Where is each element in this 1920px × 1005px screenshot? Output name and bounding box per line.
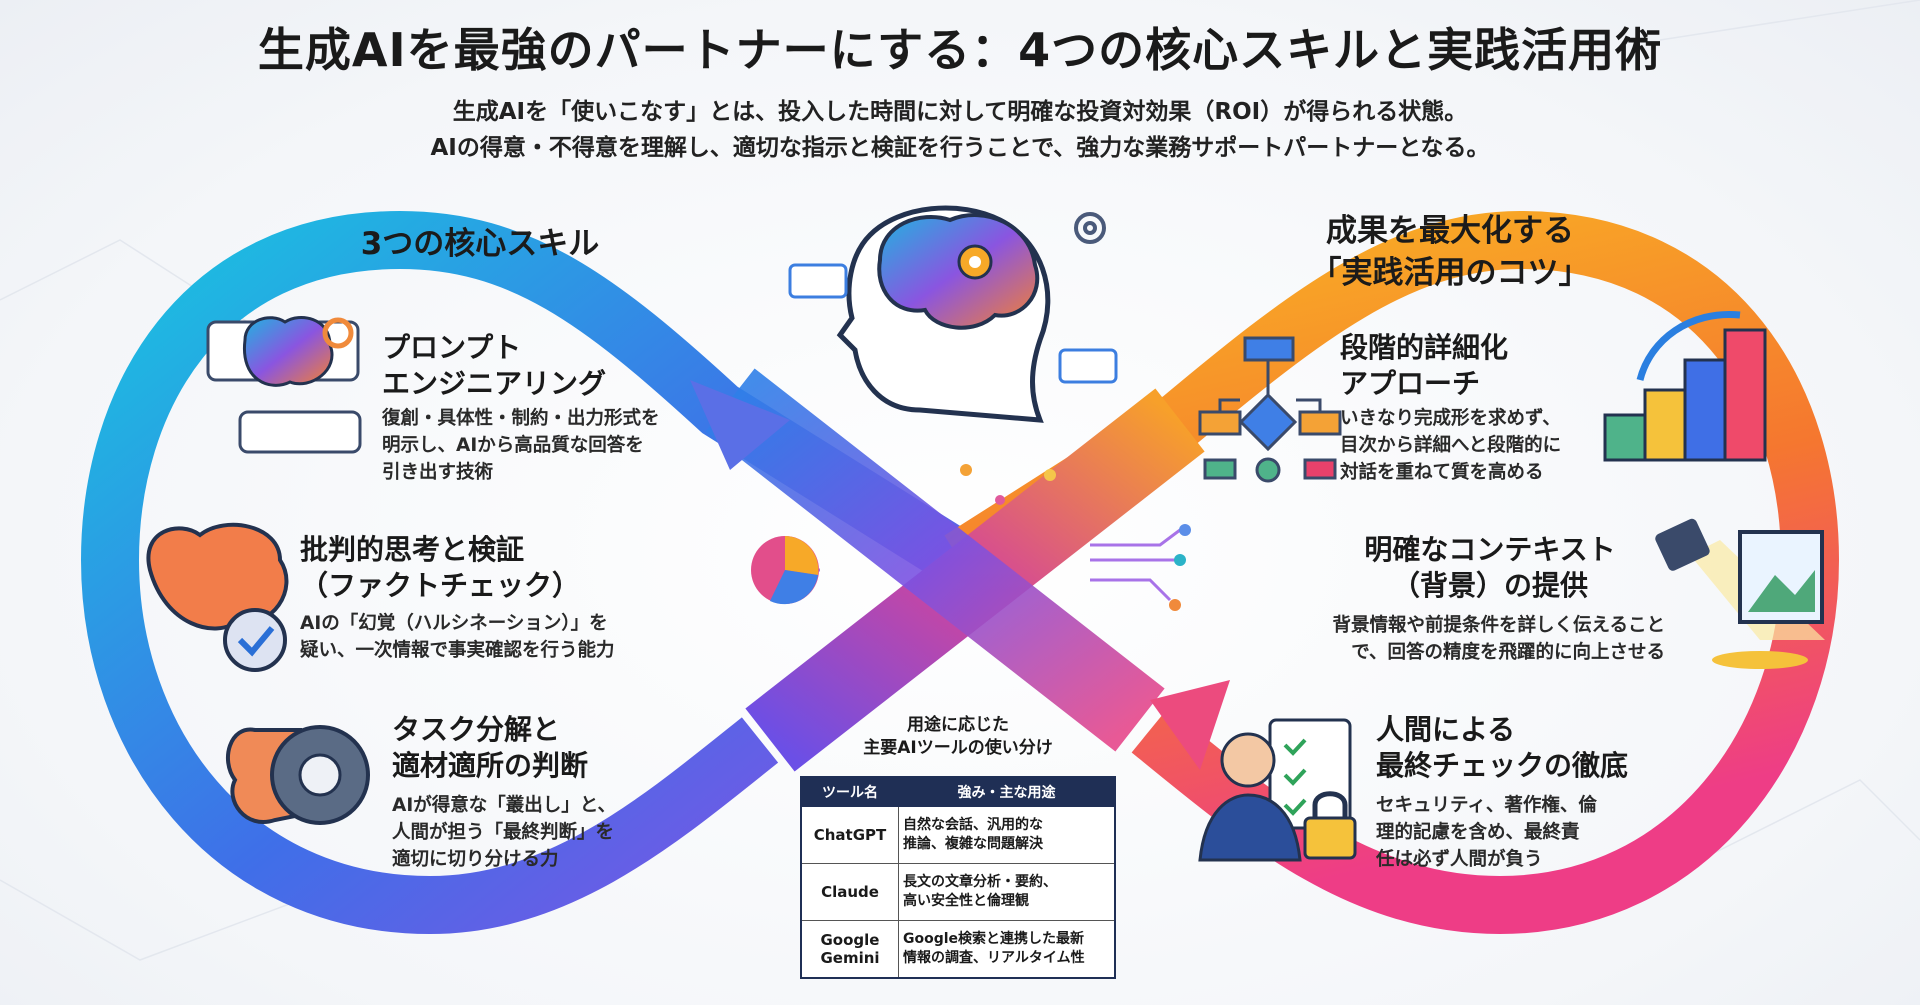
skill-title-line: プロンプト — [382, 331, 522, 364]
desc-line: 理的記慮を含め、最終責 — [1376, 822, 1580, 843]
tip-title-line: 人間による — [1376, 713, 1516, 746]
table-row: Google Gemini Google検索と連携した最新 情報の調査、リアルタ… — [800, 920, 1116, 979]
page-title: 生成AIを最強のパートナーにする：4つの核心スキルと実践活用術 — [257, 23, 1663, 77]
subtitle-line-1: 生成AIを「使いこなす」とは、投入した時間に対して明確な投資対効果（ROI）が得… — [452, 99, 1468, 125]
desc-line: 任は必ず人間が負う — [1376, 849, 1543, 870]
left-section-title: 3つの核心スキル — [360, 226, 600, 262]
table-header-row: ツール名 強み・主な用途 — [800, 776, 1116, 807]
skill-title-line: （ファクトチェック） — [300, 569, 581, 602]
tip-title-line: （背景）の提供 — [1391, 569, 1588, 602]
caption-line: 主要AIツールの使い分け — [863, 738, 1053, 758]
desc-line: 疑い、一次情報で事実確認を行う能力 — [300, 640, 615, 661]
desc-line: で、回答の精度を飛躍的に向上させる — [1351, 642, 1665, 663]
flowchart-illustration — [1198, 336, 1342, 483]
right-title-line: 「実践活用のコツ」 — [1310, 255, 1590, 291]
table-header-strength: 強み・主な用途 — [898, 776, 1116, 807]
desc-line: 対話を重ねて質を高める — [1340, 462, 1544, 483]
arrow-head-left — [690, 380, 790, 470]
tip-human-check: 人間による 最終チェックの徹底 — [1376, 712, 1676, 784]
tip-desc-stepwise: いきなり完成形を求めず、 目次から詳細へと段階的に 対話を重ねて質を高める — [1340, 405, 1640, 486]
spotlight-image-illustration — [1655, 518, 1825, 669]
gear-icon-small — [1074, 212, 1106, 244]
tool-table-caption: 用途に応じた 主要AIツールの使い分け — [808, 714, 1108, 760]
tip-title-line: 明確なコンテキスト — [1364, 533, 1616, 566]
skill-desc-critical: AIの「幻覚（ハルシネーション）」を 疑い、一次情報で事実確認を行う能力 — [300, 610, 700, 664]
brain-gear-illustration — [225, 725, 370, 825]
growth-blocks-illustration — [1603, 310, 1767, 462]
skill-title-line: 適材適所の判断 — [392, 749, 589, 782]
desc-line: 推論、複雑な問題解決 — [903, 836, 1043, 852]
skill-task-decomposition: タスク分解と 適材適所の判断 — [392, 712, 712, 784]
desc-line: 情報の調査、リアルタイム性 — [903, 950, 1085, 966]
tip-context: 明確なコンテキスト （背景）の提供 — [1340, 532, 1640, 604]
desc-line: 明示し、AIから高品質な回答を — [382, 435, 644, 456]
skill-prompt-engineering: プロンプト エンジニアリング — [382, 330, 722, 402]
tool-table: ツール名 強み・主な用途 ChatGPT 自然な会話、汎用的な 推論、複雑な問題… — [800, 776, 1116, 979]
name-line: Gemini — [820, 949, 880, 967]
desc-line: 適切に切り分ける力 — [392, 849, 559, 870]
desc-line: 背景情報や前提条件を詳しく伝えること — [1332, 615, 1665, 636]
tool-name-gemini: Google Gemini — [800, 920, 899, 979]
arrow-head-right — [1150, 680, 1230, 770]
left-loop-band — [80, 210, 976, 935]
desc-line: 復創・具体性・制約・出力形式を — [382, 408, 660, 429]
pie-chart-icon — [751, 536, 819, 605]
skill-desc-task: AIが得意な「叢出し」と、 人間が担う「最終判断」を 適切に切り分ける力 — [392, 792, 712, 873]
chat-bubble-right — [1058, 348, 1118, 384]
tool-name-chatgpt: ChatGPT — [800, 806, 899, 864]
desc-line: 高い安全性と倫理観 — [903, 893, 1029, 909]
desc-line: セキュリティ、著作権、倫 — [1376, 795, 1597, 816]
tool-desc-claude: 長文の文章分析・要約、 高い安全性と倫理観 — [898, 863, 1116, 921]
tool-desc-gemini: Google検索と連携した最新 情報の調査、リアルタイム性 — [898, 920, 1116, 979]
tool-desc-chatgpt: 自然な会話、汎用的な 推論、複雑な問題解決 — [898, 806, 1116, 864]
desc-line: 目次から詳細へと段階的に — [1340, 435, 1562, 456]
right-title-line: 成果を最大化する — [1326, 213, 1574, 249]
skill-title-line: タスク分解と — [392, 713, 561, 746]
head-brain-icon — [836, 205, 1051, 423]
caption-line: 用途に応じた — [907, 715, 1009, 735]
cross-band-falling — [705, 368, 1165, 752]
chat-bubble-left — [788, 263, 848, 299]
right-section-title: 成果を最大化する 「実践活用のコツ」 — [1270, 210, 1630, 294]
desc-line: AIが得意な「叢出し」と、 — [392, 795, 616, 816]
subtitle-line-2: AIの得意・不得意を理解し、適切な指示と検証を行うことで、強力な業務サポートパー… — [430, 135, 1490, 161]
table-row: ChatGPT 自然な会話、汎用的な 推論、複雑な問題解決 — [800, 806, 1116, 864]
tip-title-line: 最終チェックの徹底 — [1376, 749, 1629, 782]
desc-line: Google検索と連携した最新 — [903, 931, 1085, 947]
skill-desc-prompt: 復創・具体性・制約・出力形式を 明示し、AIから高品質な回答を 引き出す技術 — [382, 405, 742, 486]
brain-chat-illustration — [206, 316, 362, 454]
table-header-tool: ツール名 — [800, 776, 899, 807]
tip-desc-human: セキュリティ、著作権、倫 理的記慮を含め、最終責 任は必ず人間が負う — [1376, 792, 1636, 873]
brain-check-illustration — [146, 522, 289, 672]
desc-line: 長文の文章分析・要約、 — [903, 874, 1057, 890]
desc-line: 引き出す技術 — [382, 462, 494, 483]
table-row: Claude 長文の文章分析・要約、 高い安全性と倫理観 — [800, 863, 1116, 921]
skill-critical-thinking: 批判的思考と検証 （ファクトチェック） — [300, 532, 680, 604]
tool-name-claude: Claude — [800, 863, 899, 921]
desc-line: いきなり完成形を求めず、 — [1340, 408, 1561, 429]
skill-title-line: エンジニアリング — [382, 367, 607, 400]
skill-title-line: 批判的思考と検証 — [300, 533, 525, 566]
person-checklist-lock-illustration — [1198, 718, 1357, 862]
tip-stepwise-refinement: 段階的詳細化 アプローチ — [1340, 330, 1600, 402]
desc-line: AIの「幻覚（ハルシネーション）」を — [300, 613, 608, 634]
tip-title-line: 段階的詳細化 — [1340, 331, 1509, 364]
tip-title-line: アプローチ — [1340, 367, 1481, 400]
name-line: Google — [820, 931, 880, 949]
tip-desc-context: 背景情報や前提条件を詳しく伝えること で、回答の精度を飛躍的に向上させる — [1245, 612, 1665, 666]
desc-line: 人間が担う「最終判断」を — [392, 822, 615, 843]
desc-line: 自然な会話、汎用的な — [903, 817, 1043, 833]
